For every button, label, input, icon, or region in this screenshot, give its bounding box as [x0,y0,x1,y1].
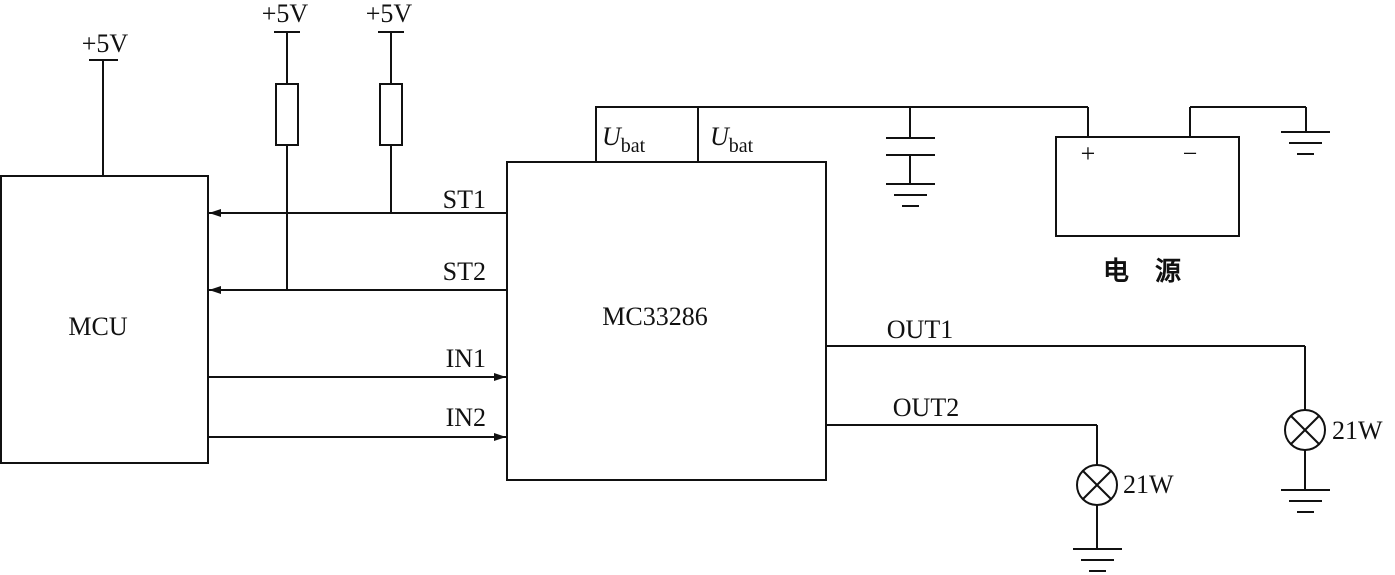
resistor-1-supply-label: +5V [262,0,309,28]
signal-st2: ST2 [209,257,507,294]
mcu-block: MCU [0,175,209,464]
st2-label: ST2 [443,257,486,286]
output-out1: OUT1 [826,315,1306,410]
mcu-supply: +5V [82,29,129,176]
resistor-2-supply-label: +5V [366,0,413,28]
mcu-label: MCU [68,312,127,341]
ground-icon [1281,131,1330,155]
in1-label: IN1 [446,344,486,373]
signal-in1: IN1 [208,344,506,381]
st1-label: ST1 [443,185,486,214]
pullup-resistor-2: +5V [366,0,413,213]
mcu-supply-label: +5V [82,29,129,58]
mc33286-block: MC33286 [506,161,827,481]
in2-label: IN2 [446,403,486,432]
ground-icon [1281,489,1330,513]
output-out2: OUT2 [826,393,1098,465]
power-plus-label: + [1081,139,1096,168]
signal-in2: IN2 [208,403,506,441]
lamp-icon: 21W [1284,409,1383,490]
ubat-pin-1-label: Ubat [602,122,646,157]
ubat-pin-2-label: Ubat [710,122,754,157]
power-minus-label: − [1183,139,1198,168]
signal-st1: ST1 [209,185,507,217]
ground-icon [886,183,935,207]
mc33286-label: MC33286 [602,302,707,331]
capacitor [886,107,935,184]
out1-label: OUT1 [887,315,953,344]
power-source: + − 电 源 [1055,106,1307,287]
lamp-1-label: 21W [1332,416,1383,445]
ground-icon [1073,548,1122,572]
lamp-2-label: 21W [1123,470,1174,499]
lamp-icon: 21W [1076,464,1174,549]
ubat-pins: Ubat Ubat [595,106,1088,163]
out2-label: OUT2 [893,393,959,422]
pullup-resistor-1: +5V [262,0,309,290]
power-source-label: 电 源 [1103,257,1181,287]
